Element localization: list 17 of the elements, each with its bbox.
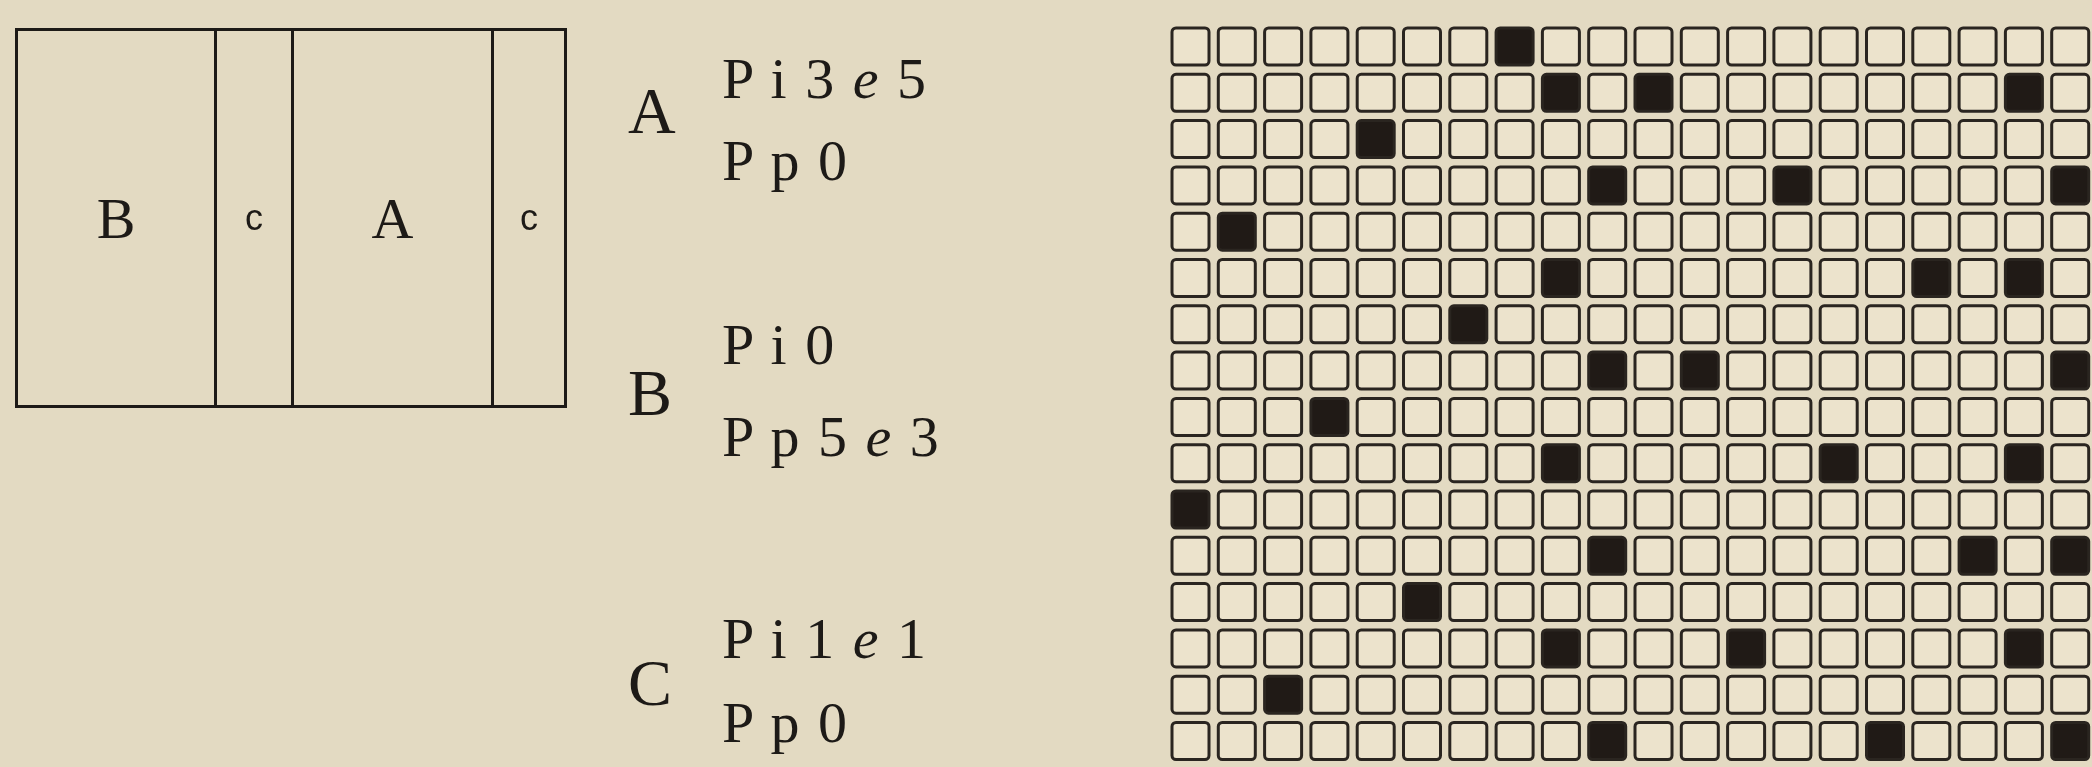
band-region xyxy=(15,28,217,408)
band-letter: B xyxy=(96,184,136,252)
formula-letter: B xyxy=(628,360,673,426)
formula-line: P p 0 xyxy=(722,132,850,190)
formula-line: P i 1 e 1 xyxy=(722,610,928,668)
formula-letter: A xyxy=(628,78,676,144)
band-region xyxy=(491,28,567,408)
band-region xyxy=(291,28,494,408)
formula-line: P i 3 e 5 xyxy=(722,50,928,108)
band-region xyxy=(214,28,294,408)
formula-letter: C xyxy=(628,650,673,716)
band-letter: c xyxy=(520,197,538,239)
formula-line: P p 5 e 3 xyxy=(722,408,941,466)
band-letter: A xyxy=(371,184,414,252)
band-letter: c xyxy=(245,197,263,239)
formula-line: P i 0 xyxy=(722,316,837,374)
formula-line: P p 0 xyxy=(722,694,850,752)
